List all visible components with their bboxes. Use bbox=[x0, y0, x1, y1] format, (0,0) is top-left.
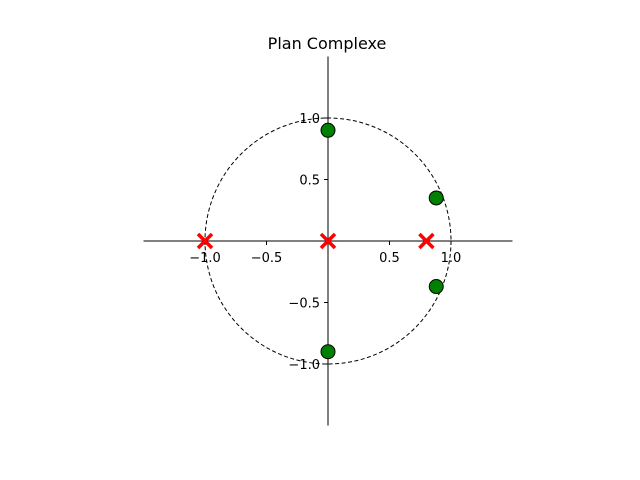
ticks: −1.0 −0.5 0.5 1.0 1.0 0.5 −0.5 −1.0 bbox=[189, 112, 461, 373]
y-tick-label: 0.5 bbox=[299, 174, 320, 189]
cross-point bbox=[418, 232, 435, 250]
cross-stroke bbox=[418, 232, 435, 250]
x-tick-label: 1.0 bbox=[441, 251, 462, 266]
circle-point bbox=[428, 190, 444, 206]
data-marks bbox=[196, 122, 444, 360]
circle-point bbox=[320, 344, 336, 360]
cross-stroke bbox=[319, 232, 337, 250]
cross-point bbox=[319, 232, 337, 250]
x-tick-label: 0.5 bbox=[379, 251, 400, 266]
y-tick-label: −0.5 bbox=[288, 297, 320, 312]
circle-point bbox=[428, 279, 444, 295]
circle-point bbox=[320, 122, 336, 138]
x-tick-label: −0.5 bbox=[251, 251, 283, 266]
x-tick-label: −1.0 bbox=[189, 251, 221, 266]
chart-title: Plan Complexe bbox=[268, 34, 387, 53]
cross-stroke bbox=[196, 232, 214, 250]
y-tick-label: −1.0 bbox=[288, 358, 320, 373]
y-tick-label: 1.0 bbox=[299, 112, 320, 127]
cross-point bbox=[196, 232, 214, 250]
